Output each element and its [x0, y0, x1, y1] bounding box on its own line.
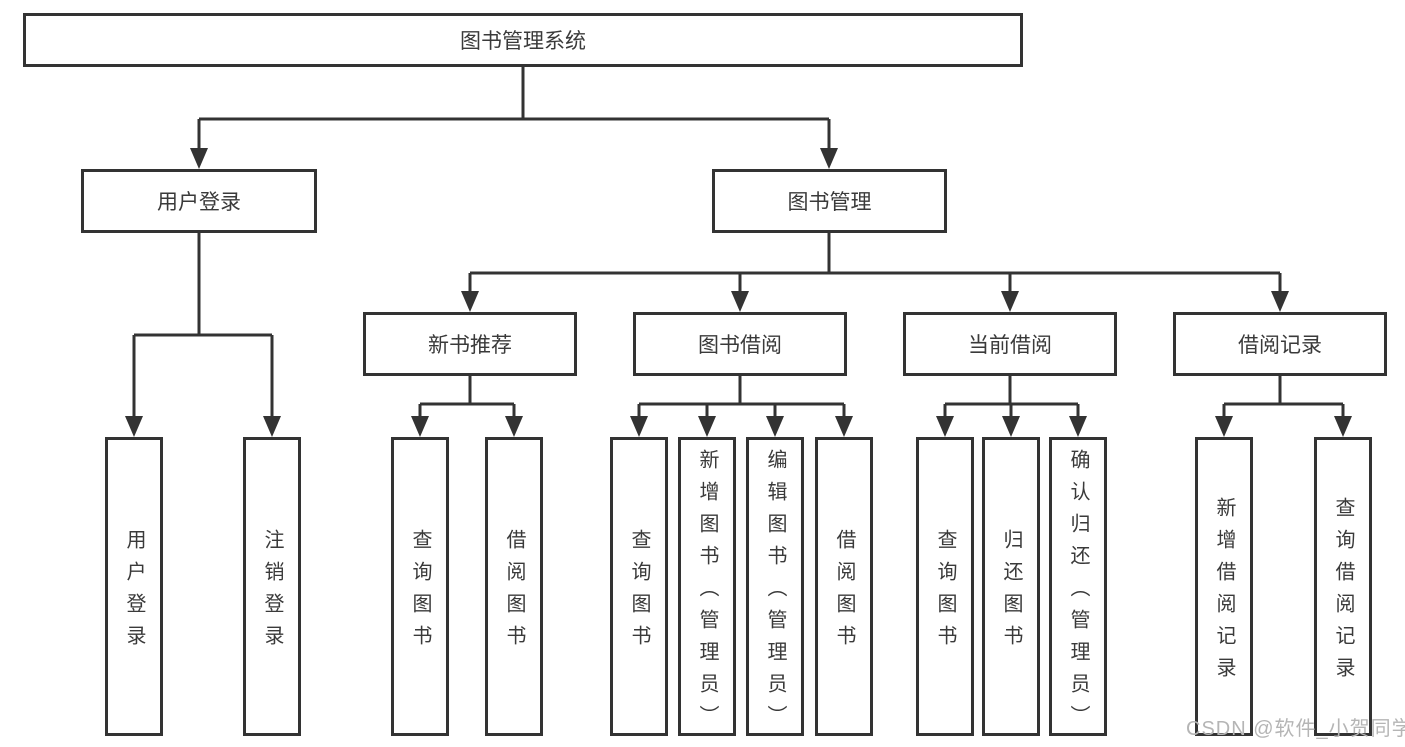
node-label: 新增图书（管理员）: [696, 448, 718, 737]
node-label: 注销登录: [261, 528, 283, 657]
node-label: 用户登录: [123, 528, 145, 657]
node-label: 编辑图书（管理员）: [764, 448, 786, 737]
arrowheads: [125, 148, 1352, 437]
leaf-search-books-3: 查询图书: [916, 437, 974, 736]
node-label: 确认归还（管理员）: [1067, 448, 1089, 737]
node-label: 查询图书: [934, 528, 956, 657]
node-label: 当前借阅: [968, 334, 1052, 357]
node-book-borrowing: 图书借阅: [633, 312, 847, 376]
csdn-watermark: CSDN @软件_小贺同学: [1186, 718, 1405, 740]
node-label: 新书推荐: [428, 334, 512, 357]
node-label: 用户登录: [157, 191, 241, 214]
leaf-edit-books-admin: 编辑图书（管理员）: [746, 437, 804, 737]
node-label: 查询图书: [409, 528, 431, 657]
node-new-book-recommendation: 新书推荐: [363, 312, 577, 376]
leaf-add-books-admin: 新增图书（管理员）: [678, 437, 736, 737]
leaf-add-borrow-record: 新增借阅记录: [1195, 437, 1253, 736]
node-label: 图书借阅: [698, 334, 782, 357]
node-label: 新增借阅记录: [1213, 496, 1235, 689]
node-label: 图书管理系统: [460, 30, 586, 53]
node-book-management: 图书管理: [712, 169, 947, 233]
leaf-confirm-return-admin: 确认归还（管理员）: [1049, 437, 1107, 737]
leaf-user-login: 用户登录: [105, 437, 163, 736]
node-label: 借阅图书: [503, 528, 525, 657]
node-label: 查询借阅记录: [1332, 496, 1354, 689]
node-user-login: 用户登录: [81, 169, 317, 233]
node-current-borrowing: 当前借阅: [903, 312, 1117, 376]
node-library-management-system: 图书管理系统: [23, 13, 1023, 67]
node-label: 借阅图书: [833, 528, 855, 657]
leaf-logout: 注销登录: [243, 437, 301, 736]
node-label: 归还图书: [1000, 528, 1022, 657]
leaf-return-books: 归还图书: [982, 437, 1040, 736]
node-borrowing-records: 借阅记录: [1173, 312, 1387, 376]
leaf-borrow-books-1: 借阅图书: [485, 437, 543, 736]
leaf-search-books-2: 查询图书: [610, 437, 668, 736]
node-label: 查询图书: [628, 528, 650, 657]
leaf-search-books-1: 查询图书: [391, 437, 449, 736]
node-label: 图书管理: [787, 191, 872, 214]
node-label: 借阅记录: [1238, 334, 1322, 357]
leaf-search-borrow-record: 查询借阅记录: [1314, 437, 1372, 736]
leaf-borrow-books-2: 借阅图书: [815, 437, 873, 736]
